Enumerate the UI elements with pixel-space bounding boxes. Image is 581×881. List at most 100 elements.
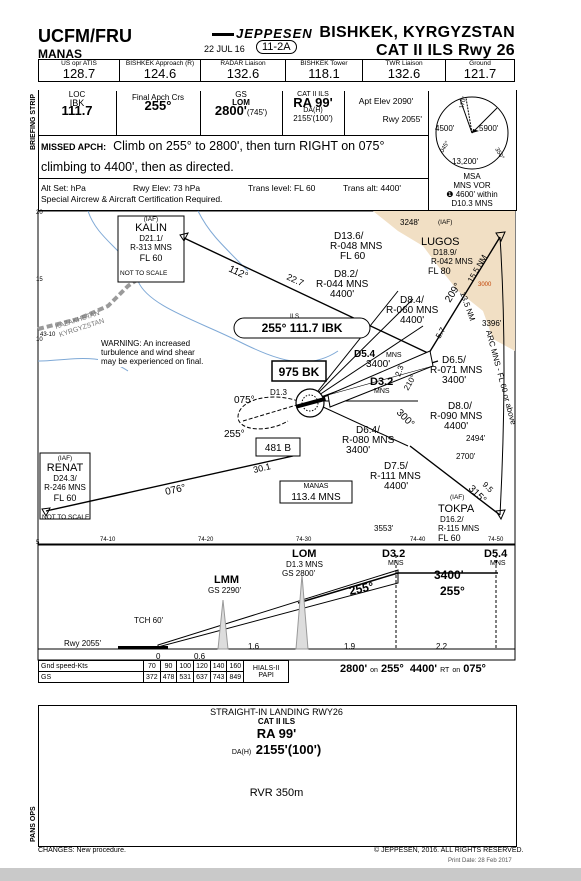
tokpa-name: TOKPA: [438, 503, 475, 515]
chart-number: 11-2A: [256, 40, 297, 54]
altimeter-info: Alt Set: hPa Rwy Elev: 73 hPa Trans leve…: [38, 180, 428, 210]
fix-label: 3400': [366, 359, 390, 370]
d32-sub: MNS: [388, 560, 404, 567]
lugos-iaf: (IAF): [438, 219, 452, 226]
course-label: 255°: [224, 429, 245, 440]
profile-course: 255°: [440, 584, 465, 598]
profile-distance: 2.2: [436, 642, 448, 651]
kalin-dist: D21.1/: [139, 234, 163, 243]
gs-height: (745'): [246, 108, 268, 117]
renat-name: RENAT: [47, 462, 84, 474]
loc-frequency: 111.7: [61, 103, 93, 118]
msa-note2: D10.3 MNS: [451, 199, 492, 208]
nav-row: LOC IBK 111.7 Final Apch Crs 255° GS LOM…: [38, 91, 428, 136]
fix-label: D8.4/: [400, 295, 424, 306]
profile-altitude: 3400': [434, 568, 464, 582]
spot-elevation: 3553': [374, 524, 394, 533]
descent-rate: 743: [209, 671, 228, 683]
lugos-fix: [495, 231, 506, 243]
freq-label: Ground: [469, 60, 491, 67]
speed-value: 140: [209, 660, 228, 672]
freq-label: TWR Liaison: [385, 60, 423, 67]
transition-level: Trans level: FL 60: [248, 183, 316, 193]
missed-course: 255°: [381, 663, 404, 675]
speed-header: Gnd speed-Kts: [38, 660, 144, 672]
renat-alt: FL 60: [54, 493, 77, 503]
profile-distance: 0.6: [194, 652, 206, 661]
lom-label: LOM: [292, 548, 316, 560]
fix-label: 3400': [346, 445, 370, 456]
kalin-alt: FL 60: [140, 253, 163, 263]
renat-dist: D24.3/: [53, 474, 77, 483]
gs-altitude: 2800': [214, 103, 247, 118]
fix-label: D6.5/: [442, 355, 466, 366]
kalin-iaf: (IAF): [144, 216, 158, 223]
profile-distance: 0: [156, 652, 161, 661]
lugos-dist: D18.9/: [433, 248, 457, 257]
d54-sub: MNS: [490, 560, 506, 567]
fix-label: 3400': [442, 375, 466, 386]
tokpa-radial: R-115 MNS: [438, 524, 479, 533]
missed-on: on: [370, 667, 378, 674]
msa-divider: [428, 91, 429, 210]
lon-tick: 74-30: [296, 537, 312, 543]
fix-label: MNS: [374, 388, 390, 395]
descent-rate: 372: [143, 671, 161, 683]
track-lugos: [417, 236, 501, 372]
warning-box: [98, 337, 228, 367]
lon-tick: 74-50: [488, 537, 504, 543]
not-to-scale-label: NOT TO SCALE: [42, 514, 90, 521]
lugos-alt: FL 80: [428, 266, 451, 276]
lat-label: 43-10: [40, 332, 56, 338]
track-tokpa: [409, 445, 501, 516]
warning-line: may be experienced on final.: [101, 357, 203, 366]
ils-box: [233, 317, 371, 339]
freq-value: 132.6: [226, 66, 260, 81]
renat-radial: R-246 MNS: [44, 483, 86, 492]
descent-rate: 637: [193, 671, 211, 683]
warning-line: WARNING: An increased: [101, 339, 190, 348]
dme-arc: [499, 236, 505, 516]
course-label: 075°: [234, 395, 255, 406]
papi-label: PAPI: [258, 671, 274, 679]
gs-label: GS: [235, 90, 247, 99]
tokpa-alt: FL 60: [438, 533, 461, 543]
fix-label: FL 60: [340, 251, 366, 262]
lon-tick: 74-10: [100, 537, 116, 543]
lmm-label: LMM: [214, 574, 239, 586]
track-kalin: [183, 237, 431, 355]
fix-label: R-060 MNS: [386, 305, 439, 316]
special-certification: Special Aircrew & Aircraft Certification…: [41, 194, 223, 204]
speed-value: 100: [176, 660, 195, 672]
missed-alt: 2800': [340, 663, 368, 675]
plan-view: KAZAKHSTAN KYRGYZSTAN 20 15 10 5 43-10 7…: [36, 210, 518, 546]
airport-header: UCFM/FRU MANAS: [38, 27, 132, 63]
icao-code: UCFM/FRU: [38, 26, 132, 46]
fix-label: R-048 MNS: [330, 241, 383, 252]
fix-label: R-090 MNS: [430, 411, 483, 422]
spot-elevation: 3248': [400, 218, 420, 227]
not-to-scale-label: NOT TO SCALE: [120, 270, 168, 277]
msa-label: MSA: [463, 172, 481, 181]
loc-label: LOC: [68, 90, 86, 99]
freq-value: 132.6: [387, 66, 421, 81]
fix-label: D5.4: [354, 349, 376, 360]
profile-distance: 1.9: [344, 642, 356, 651]
bottom-bar: [0, 868, 581, 881]
minimums-title: STRAIGHT-IN LANDING RWY26: [210, 707, 343, 717]
lugos-radial: R-042 MNS: [431, 257, 473, 266]
minimums-rvr: RVR 350m: [249, 787, 304, 799]
runway: [295, 396, 326, 409]
speed-value: 70: [143, 660, 161, 672]
radial-line: [309, 298, 414, 402]
freq-value: 128.7: [62, 66, 96, 81]
runway-elev-hpa: Rwy Elev: 73 hPa: [133, 183, 201, 193]
minimums-content: STRAIGHT-IN LANDING RWY26 CAT II ILS RA …: [38, 705, 515, 845]
river: [197, 210, 249, 272]
speed-value: 90: [159, 660, 178, 672]
spot-elevation: 2494': [466, 434, 486, 443]
fix-label: D7.5/: [384, 461, 408, 472]
border-line: [37, 277, 140, 331]
missed-on: on: [452, 667, 461, 674]
